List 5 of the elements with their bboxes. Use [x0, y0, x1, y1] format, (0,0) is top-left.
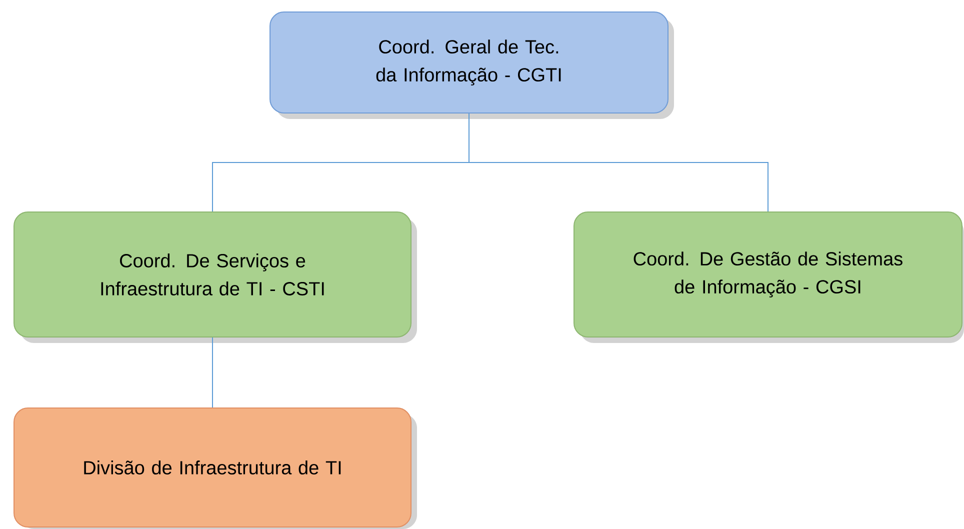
org-box: Divisão de Infraestrutura de TI: [14, 408, 412, 528]
org-box: Coord. Geral de Tec. da Informação - CGTI: [270, 12, 668, 114]
connector-line: [212, 337, 213, 408]
org-box: Coord. De Gestão de Sistemas de Informação - CGSI: [574, 212, 962, 338]
org-box: Coord. De Serviços e Infraestrutura de TI - CSTI: [14, 212, 412, 338]
